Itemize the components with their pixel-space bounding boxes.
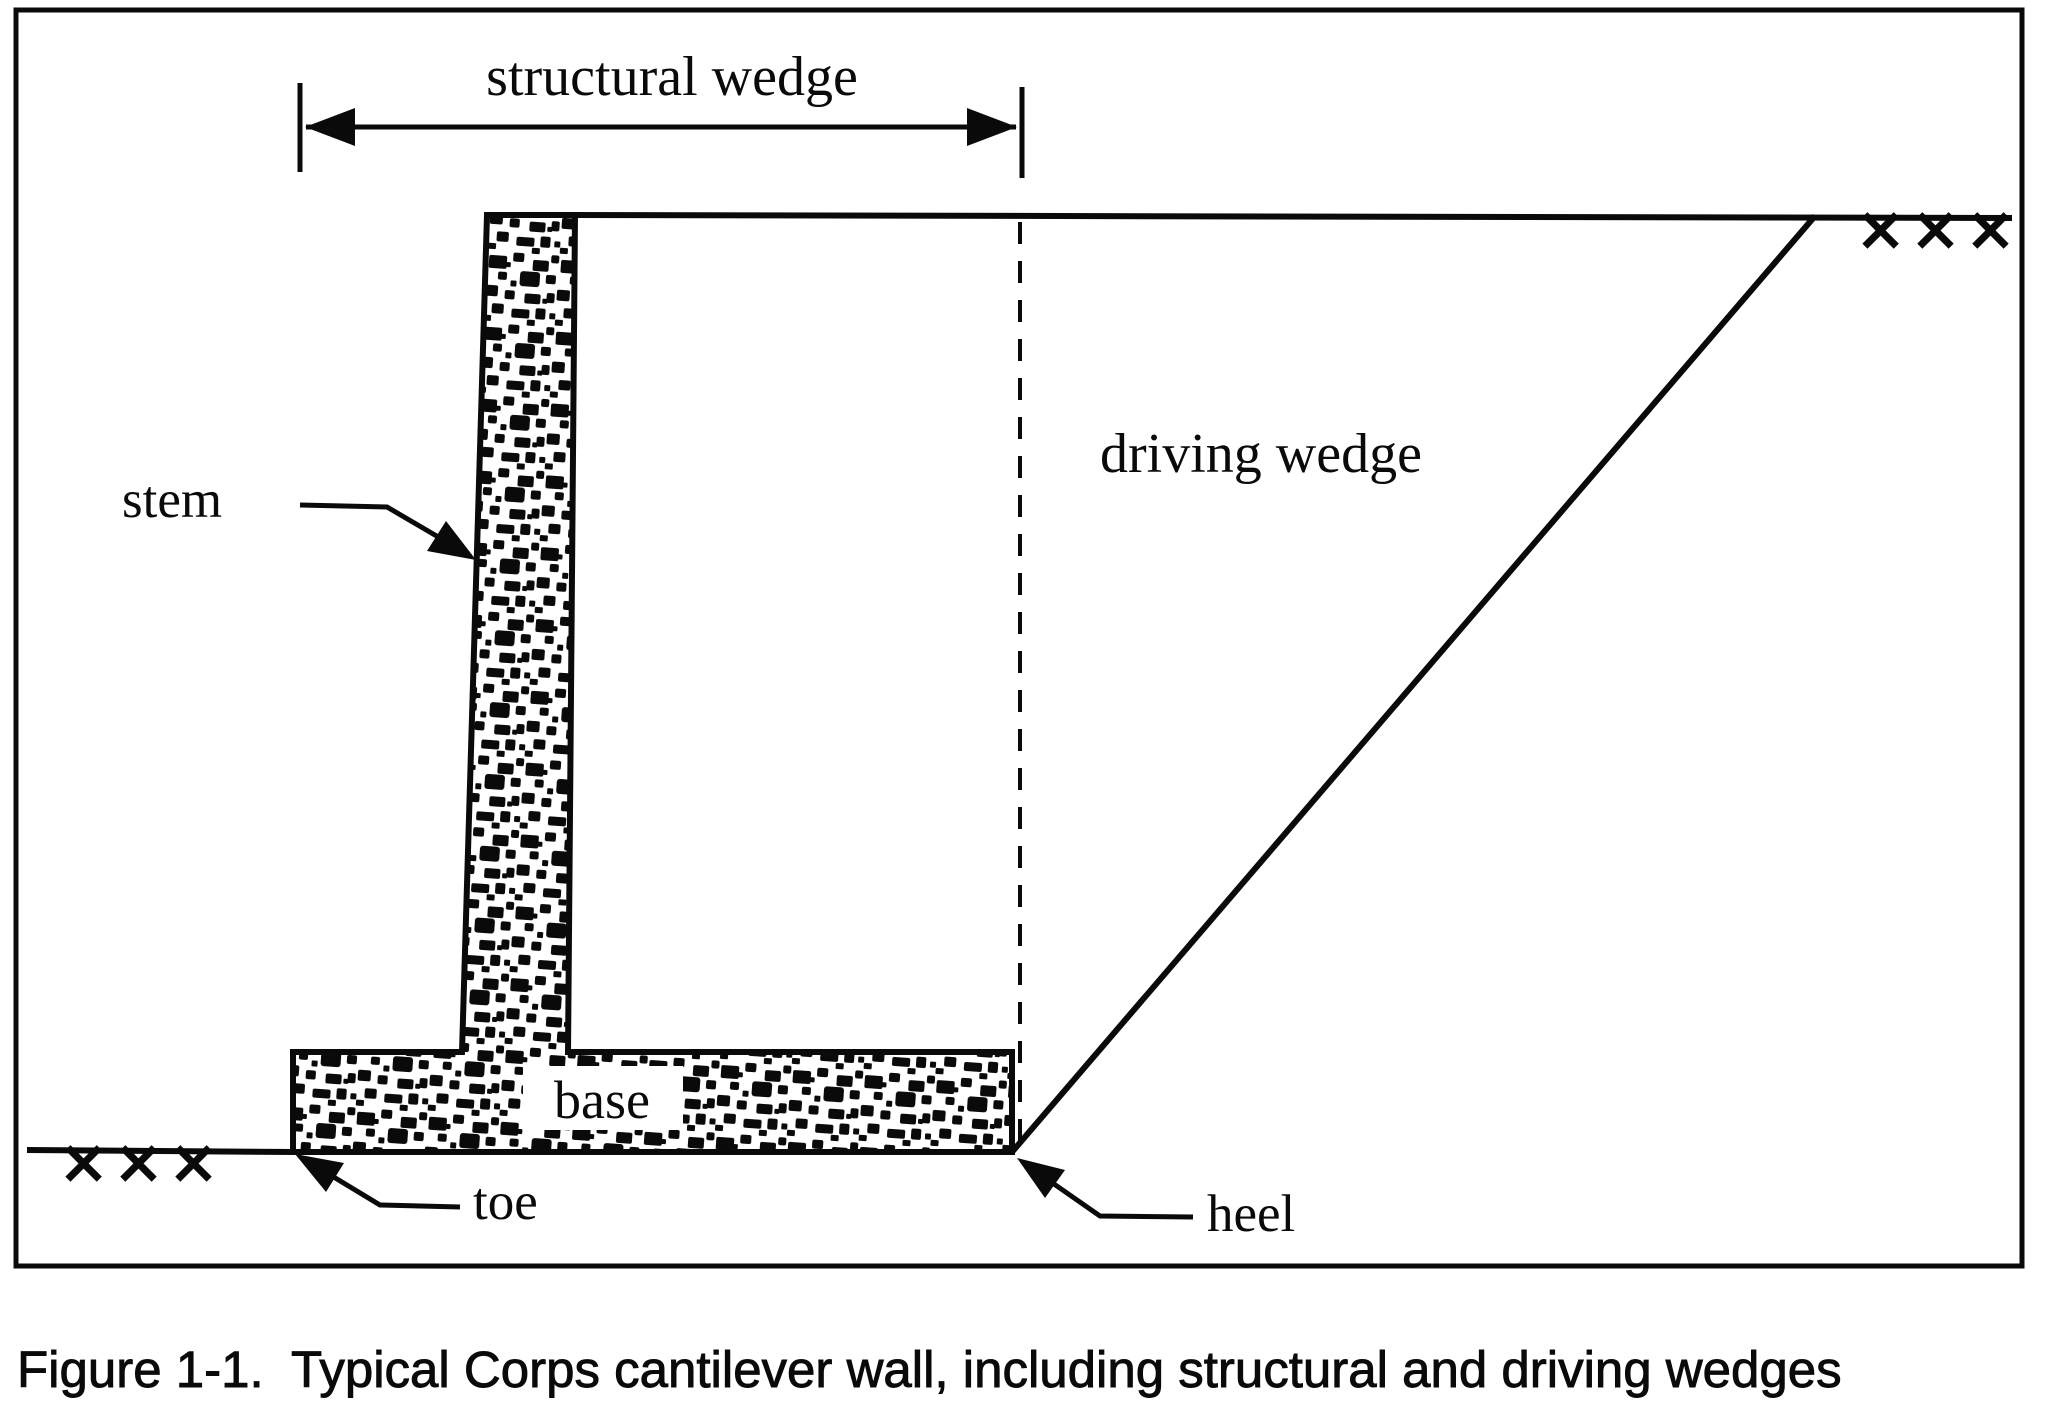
- toe-arrow: [295, 1154, 461, 1210]
- ground-hatch-left: ×××: [58, 1125, 223, 1198]
- driving-wedge-label: driving wedge: [1100, 423, 1422, 485]
- ground-hatch-right: ×××: [1855, 192, 2020, 265]
- dimension-arrowhead-left: [305, 108, 355, 146]
- figure-caption: Figure 1-1. Typical Corps cantilever wal…: [17, 1341, 1843, 1399]
- dimension-arrow: [297, 83, 1025, 178]
- dimension-arrowhead-right: [967, 108, 1017, 146]
- base-label: base: [554, 1070, 650, 1130]
- wall-shape: [290, 212, 1015, 1155]
- stem-arrow: [299, 502, 476, 560]
- figure-frame: [13, 7, 2025, 1269]
- wedge-failure-line: [1009, 214, 1818, 1154]
- heel-arrow: [1017, 1158, 1194, 1220]
- cantilever-wall-diagram: structural wedge ××× driving wedge base …: [13, 7, 2025, 1269]
- structural-wedge-label: structural wedge: [486, 46, 858, 108]
- stem-label: stem: [122, 471, 222, 529]
- top-ground-line: [569, 212, 2013, 221]
- heel-label: heel: [1207, 1185, 1295, 1243]
- toe-label: toe: [473, 1173, 538, 1231]
- base-label-box: [523, 1066, 683, 1130]
- bottom-ground-line: [26, 1147, 297, 1155]
